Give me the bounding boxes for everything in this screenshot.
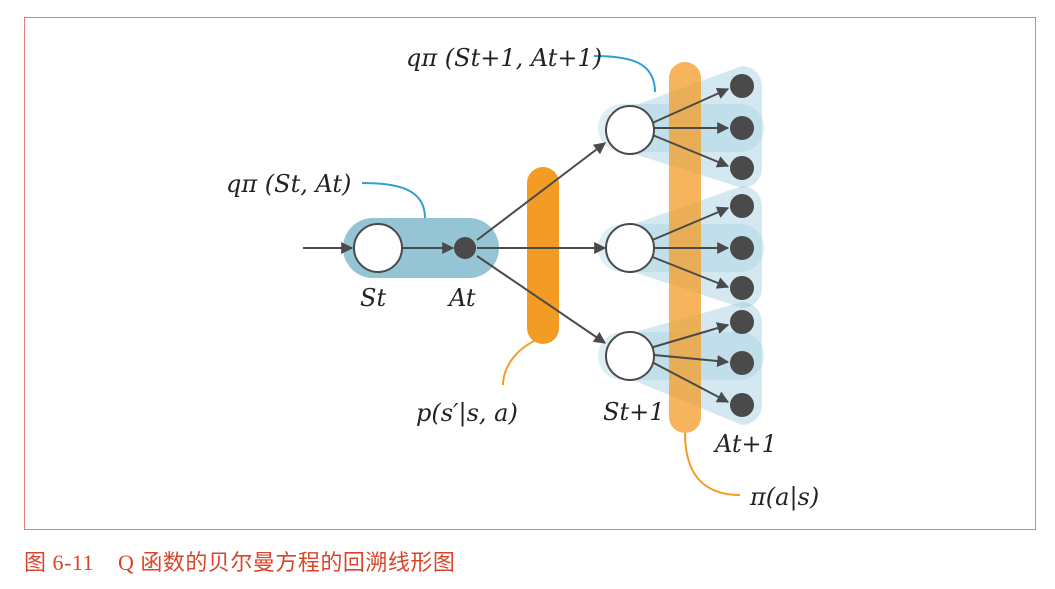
next-action-nodes (730, 74, 754, 417)
leader-transition (502, 339, 537, 386)
figure-caption: 图 6-11 Q 函数的贝尔曼方程的回溯线形图 (24, 545, 455, 577)
state-node-t1-bottom (605, 331, 655, 381)
leader-policy (684, 432, 741, 496)
label-q-next: qπ (St+1, At+1) (406, 44, 602, 72)
leader-q-state-action (361, 182, 426, 219)
figure-title: Q 函数的贝尔曼方程的回溯线形图 (118, 550, 456, 575)
state-node-t (353, 223, 403, 273)
label-action-t: At (447, 284, 476, 312)
label-policy: π(a|s) (749, 483, 819, 512)
label-q-state-action: qπ (St, At) (226, 170, 351, 198)
label-transition-prob: p(s′|s, a) (416, 399, 518, 428)
label-state-t: St (360, 284, 386, 312)
figure-frame (24, 17, 1036, 530)
label-action-t1: At+1 (713, 430, 777, 458)
figure-number: 图 6-11 (24, 550, 95, 575)
label-state-t1: St+1 (603, 398, 664, 426)
transition-bar (527, 167, 559, 344)
leader-q-next (593, 55, 656, 93)
state-node-t1-top (605, 105, 655, 155)
state-node-t1-middle (605, 223, 655, 273)
action-node-t (454, 237, 476, 259)
edges (303, 87, 730, 403)
